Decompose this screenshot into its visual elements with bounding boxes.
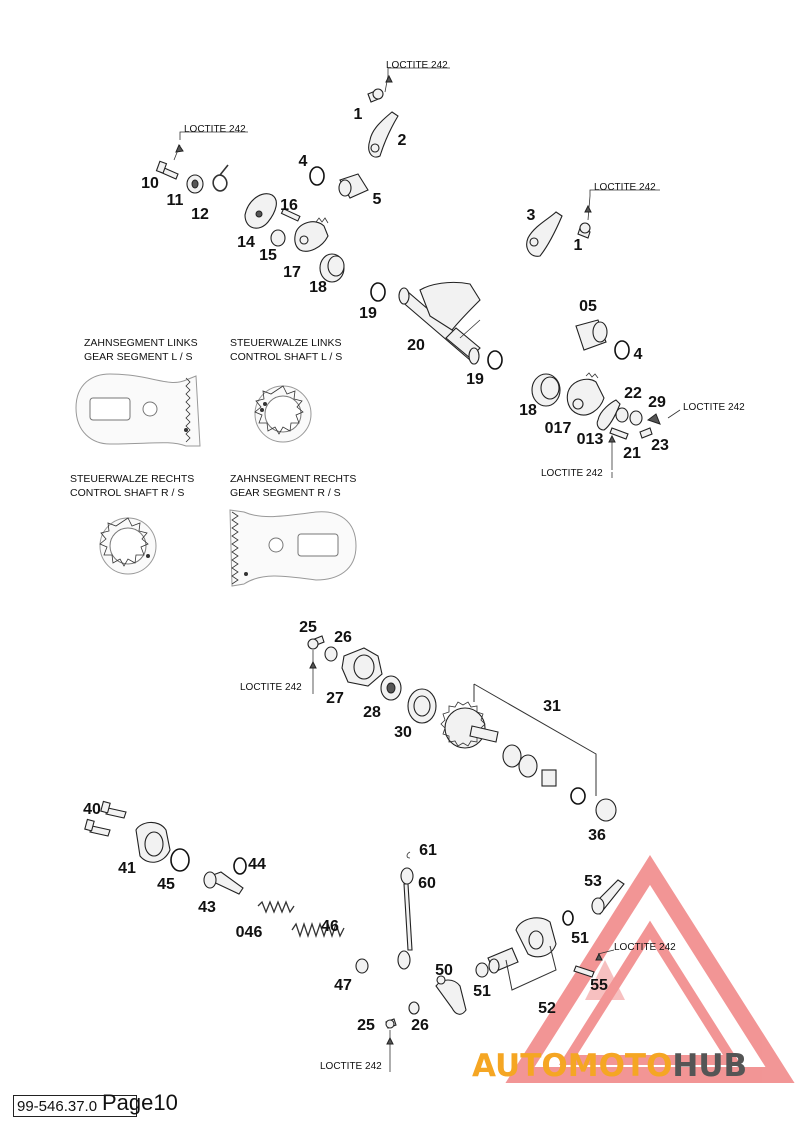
- callout-16: 16: [280, 197, 298, 214]
- callout-47: 47: [334, 977, 352, 994]
- callout-27: 27: [326, 690, 344, 707]
- document-number: 99-546.37.0: [13, 1095, 137, 1117]
- callout-20: 20: [407, 337, 425, 354]
- caption-seg-left-en: GEAR SEGMENT L / S: [84, 351, 193, 363]
- callout-45: 45: [157, 876, 175, 893]
- lower-left-assembly: [84, 800, 369, 974]
- figure-control-shaft-right: [99, 517, 157, 575]
- callout-26: 26: [334, 629, 352, 646]
- page-label: Page10: [102, 1090, 178, 1115]
- callout-046: 046: [236, 924, 263, 941]
- loctite-label: LOCTITE 242: [614, 942, 676, 953]
- upper-left-group: [155, 74, 399, 302]
- watermark-text: AUTOMOTOHUB: [472, 1048, 747, 1084]
- middle-shaft-assembly: [307, 635, 617, 822]
- loctite-label: LOCTITE 242: [240, 682, 302, 693]
- callout-41: 41: [118, 860, 136, 877]
- callout-30: 30: [394, 724, 412, 741]
- callout-60: 60: [418, 875, 436, 892]
- callout-4: 4: [299, 153, 308, 170]
- lower-right-linkage: [475, 879, 625, 991]
- callout-31: 31: [543, 698, 561, 715]
- callout-25: 25: [357, 1017, 375, 1034]
- callout-10: 10: [141, 175, 159, 192]
- loctite-leaders: [179, 67, 660, 1072]
- right-shaft-parts: [531, 319, 681, 470]
- callout-18: 18: [519, 402, 537, 419]
- watermark-auto: AUTO: [472, 1048, 568, 1084]
- caption-seg-right-de: ZAHNSEGMENT RECHTS: [230, 473, 356, 485]
- callout-55: 55: [590, 977, 608, 994]
- loctite-label: LOCTITE 242: [184, 124, 246, 135]
- callout-44: 44: [248, 856, 266, 873]
- callout-1: 1: [574, 237, 583, 254]
- callout-18: 18: [309, 279, 327, 296]
- callout-23: 23: [651, 437, 669, 454]
- callout-28: 28: [363, 704, 381, 721]
- callout-51: 51: [571, 930, 589, 947]
- callout-2: 2: [398, 132, 407, 149]
- part-callouts: 1245101112161415171819312005419182229017…: [83, 106, 669, 1034]
- caption-shaft-left-en: CONTROL SHAFT L / S: [230, 351, 342, 363]
- callout-19: 19: [466, 371, 484, 388]
- callout-013: 013: [577, 431, 604, 448]
- loctite-label: LOCTITE 242: [683, 402, 745, 413]
- callout-46: 46: [321, 918, 339, 935]
- callout-3: 3: [527, 207, 536, 224]
- watermark-triangle: [505, 855, 795, 1083]
- callout-36: 36: [588, 827, 606, 844]
- reference-captions: ZAHNSEGMENT LINKS GEAR SEGMENT L / S STE…: [70, 337, 356, 499]
- loctite-label: LOCTITE 242: [541, 468, 603, 479]
- caption-seg-left-de: ZAHNSEGMENT LINKS: [84, 337, 198, 349]
- caption-shaft-right-en: CONTROL SHAFT R / S: [70, 487, 184, 499]
- callout-51: 51: [473, 983, 491, 1000]
- loctite-label: LOCTITE 242: [386, 60, 448, 71]
- callout-22: 22: [624, 385, 642, 402]
- callout-52: 52: [538, 1000, 556, 1017]
- upper-right-lever-group: [526, 195, 592, 257]
- callout-21: 21: [623, 445, 641, 462]
- callout-25: 25: [299, 619, 317, 636]
- callout-61: 61: [419, 842, 437, 859]
- callout-4: 4: [634, 346, 643, 363]
- callout-17: 17: [283, 264, 301, 281]
- callout-017: 017: [545, 420, 572, 437]
- callout-43: 43: [198, 899, 216, 916]
- figure-gear-segment-right: [229, 509, 357, 587]
- callout-11: 11: [167, 192, 184, 209]
- callout-29: 29: [648, 394, 666, 411]
- linkage-rod: [385, 851, 467, 1066]
- callout-40: 40: [83, 801, 101, 818]
- watermark-hub: HUB: [672, 1048, 747, 1084]
- callout-15: 15: [259, 247, 277, 264]
- callout-19: 19: [359, 305, 377, 322]
- callout-12: 12: [191, 206, 209, 223]
- callout-26: 26: [411, 1017, 429, 1034]
- caption-seg-right-en: GEAR SEGMENT R / S: [230, 487, 341, 499]
- figure-control-shaft-left: [254, 385, 312, 443]
- caption-shaft-left-de: STEUERWALZE LINKS: [230, 337, 341, 349]
- callout-14: 14: [237, 234, 255, 251]
- watermark-moto: MOTO: [568, 1048, 673, 1084]
- loctite-label: LOCTITE 242: [594, 182, 656, 193]
- figure-gear-segment-left: [75, 373, 201, 447]
- caption-shaft-right-de: STEUERWALZE RECHTS: [70, 473, 194, 485]
- callout-53: 53: [584, 873, 602, 890]
- loctite-label: LOCTITE 242: [320, 1061, 382, 1072]
- callout-1: 1: [354, 106, 363, 123]
- callout-5: 5: [373, 191, 382, 208]
- callout-50: 50: [435, 962, 453, 979]
- control-shaft: [398, 281, 503, 370]
- callout-05: 05: [579, 298, 597, 315]
